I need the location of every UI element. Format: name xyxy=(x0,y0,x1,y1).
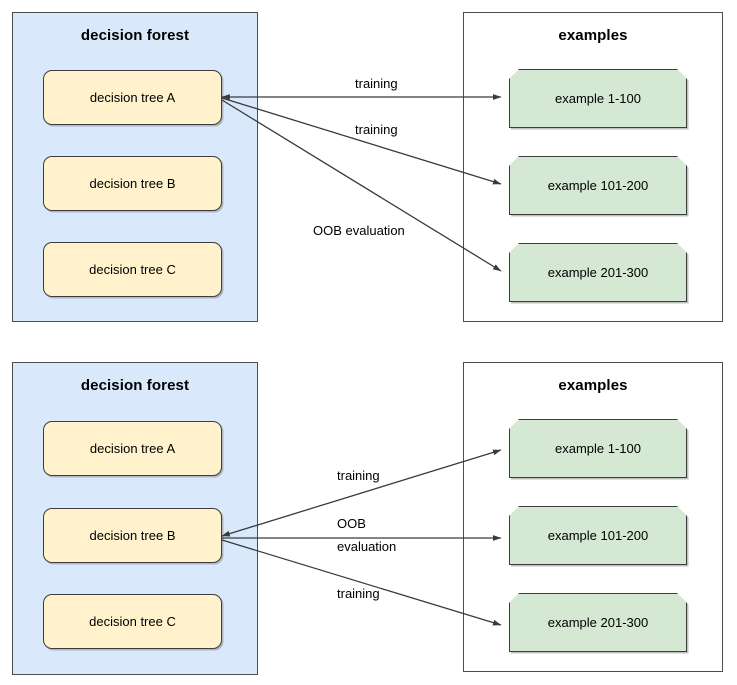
diagram-bottom: decision forest decision tree A decision… xyxy=(0,342,737,685)
example-box-201-300-top[interactable]: example 201-300 xyxy=(509,243,687,302)
edge-label-evaluation-bottom: evaluation xyxy=(337,539,397,554)
tree-box-c-top[interactable]: decision tree C xyxy=(43,242,222,297)
examples-title-top: examples xyxy=(558,27,628,44)
tree-box-a-top[interactable]: decision tree A xyxy=(43,70,222,125)
examples-panel-bottom: examples example 1-100 example 101-200 e… xyxy=(463,362,723,672)
tree-box-b-bottom[interactable]: decision tree B xyxy=(43,508,222,563)
example-box-201-300-bottom[interactable]: example 201-300 xyxy=(509,593,687,652)
example-box-1-100-bottom[interactable]: example 1-100 xyxy=(509,419,687,478)
edge-label-oob-bottom: OOB xyxy=(337,516,366,531)
decision-forest-panel-bottom: decision forest decision tree A decision… xyxy=(12,362,258,675)
example-box-101-200-bottom[interactable]: example 101-200 xyxy=(509,506,687,565)
tree-box-b-top[interactable]: decision tree B xyxy=(43,156,222,211)
edge-label-training-2-top: training xyxy=(355,122,398,137)
diagram-top: decision forest decision tree A decision… xyxy=(12,12,723,322)
decision-forest-panel-top: decision forest decision tree A decision… xyxy=(12,12,258,322)
edge-label-oob-evaluation-top: OOB evaluation xyxy=(313,223,405,238)
edge-label-training-1-bottom: training xyxy=(337,468,380,483)
decision-forest-title-bottom: decision forest xyxy=(80,377,190,394)
example-box-1-100-top[interactable]: example 1-100 xyxy=(509,69,687,128)
example-box-101-200-top[interactable]: example 101-200 xyxy=(509,156,687,215)
tree-box-c-bottom[interactable]: decision tree C xyxy=(43,594,222,649)
edge-label-training-1-top: training xyxy=(355,76,398,91)
arrow-tree-a-to-example-101-200 xyxy=(221,97,502,185)
decision-forest-title-top: decision forest xyxy=(80,27,190,44)
edge-label-training-2-bottom: training xyxy=(337,586,380,601)
examples-title-bottom: examples xyxy=(558,377,628,394)
examples-panel-top: examples example 1-100 example 101-200 e… xyxy=(463,12,723,322)
tree-box-a-bottom[interactable]: decision tree A xyxy=(43,421,222,476)
